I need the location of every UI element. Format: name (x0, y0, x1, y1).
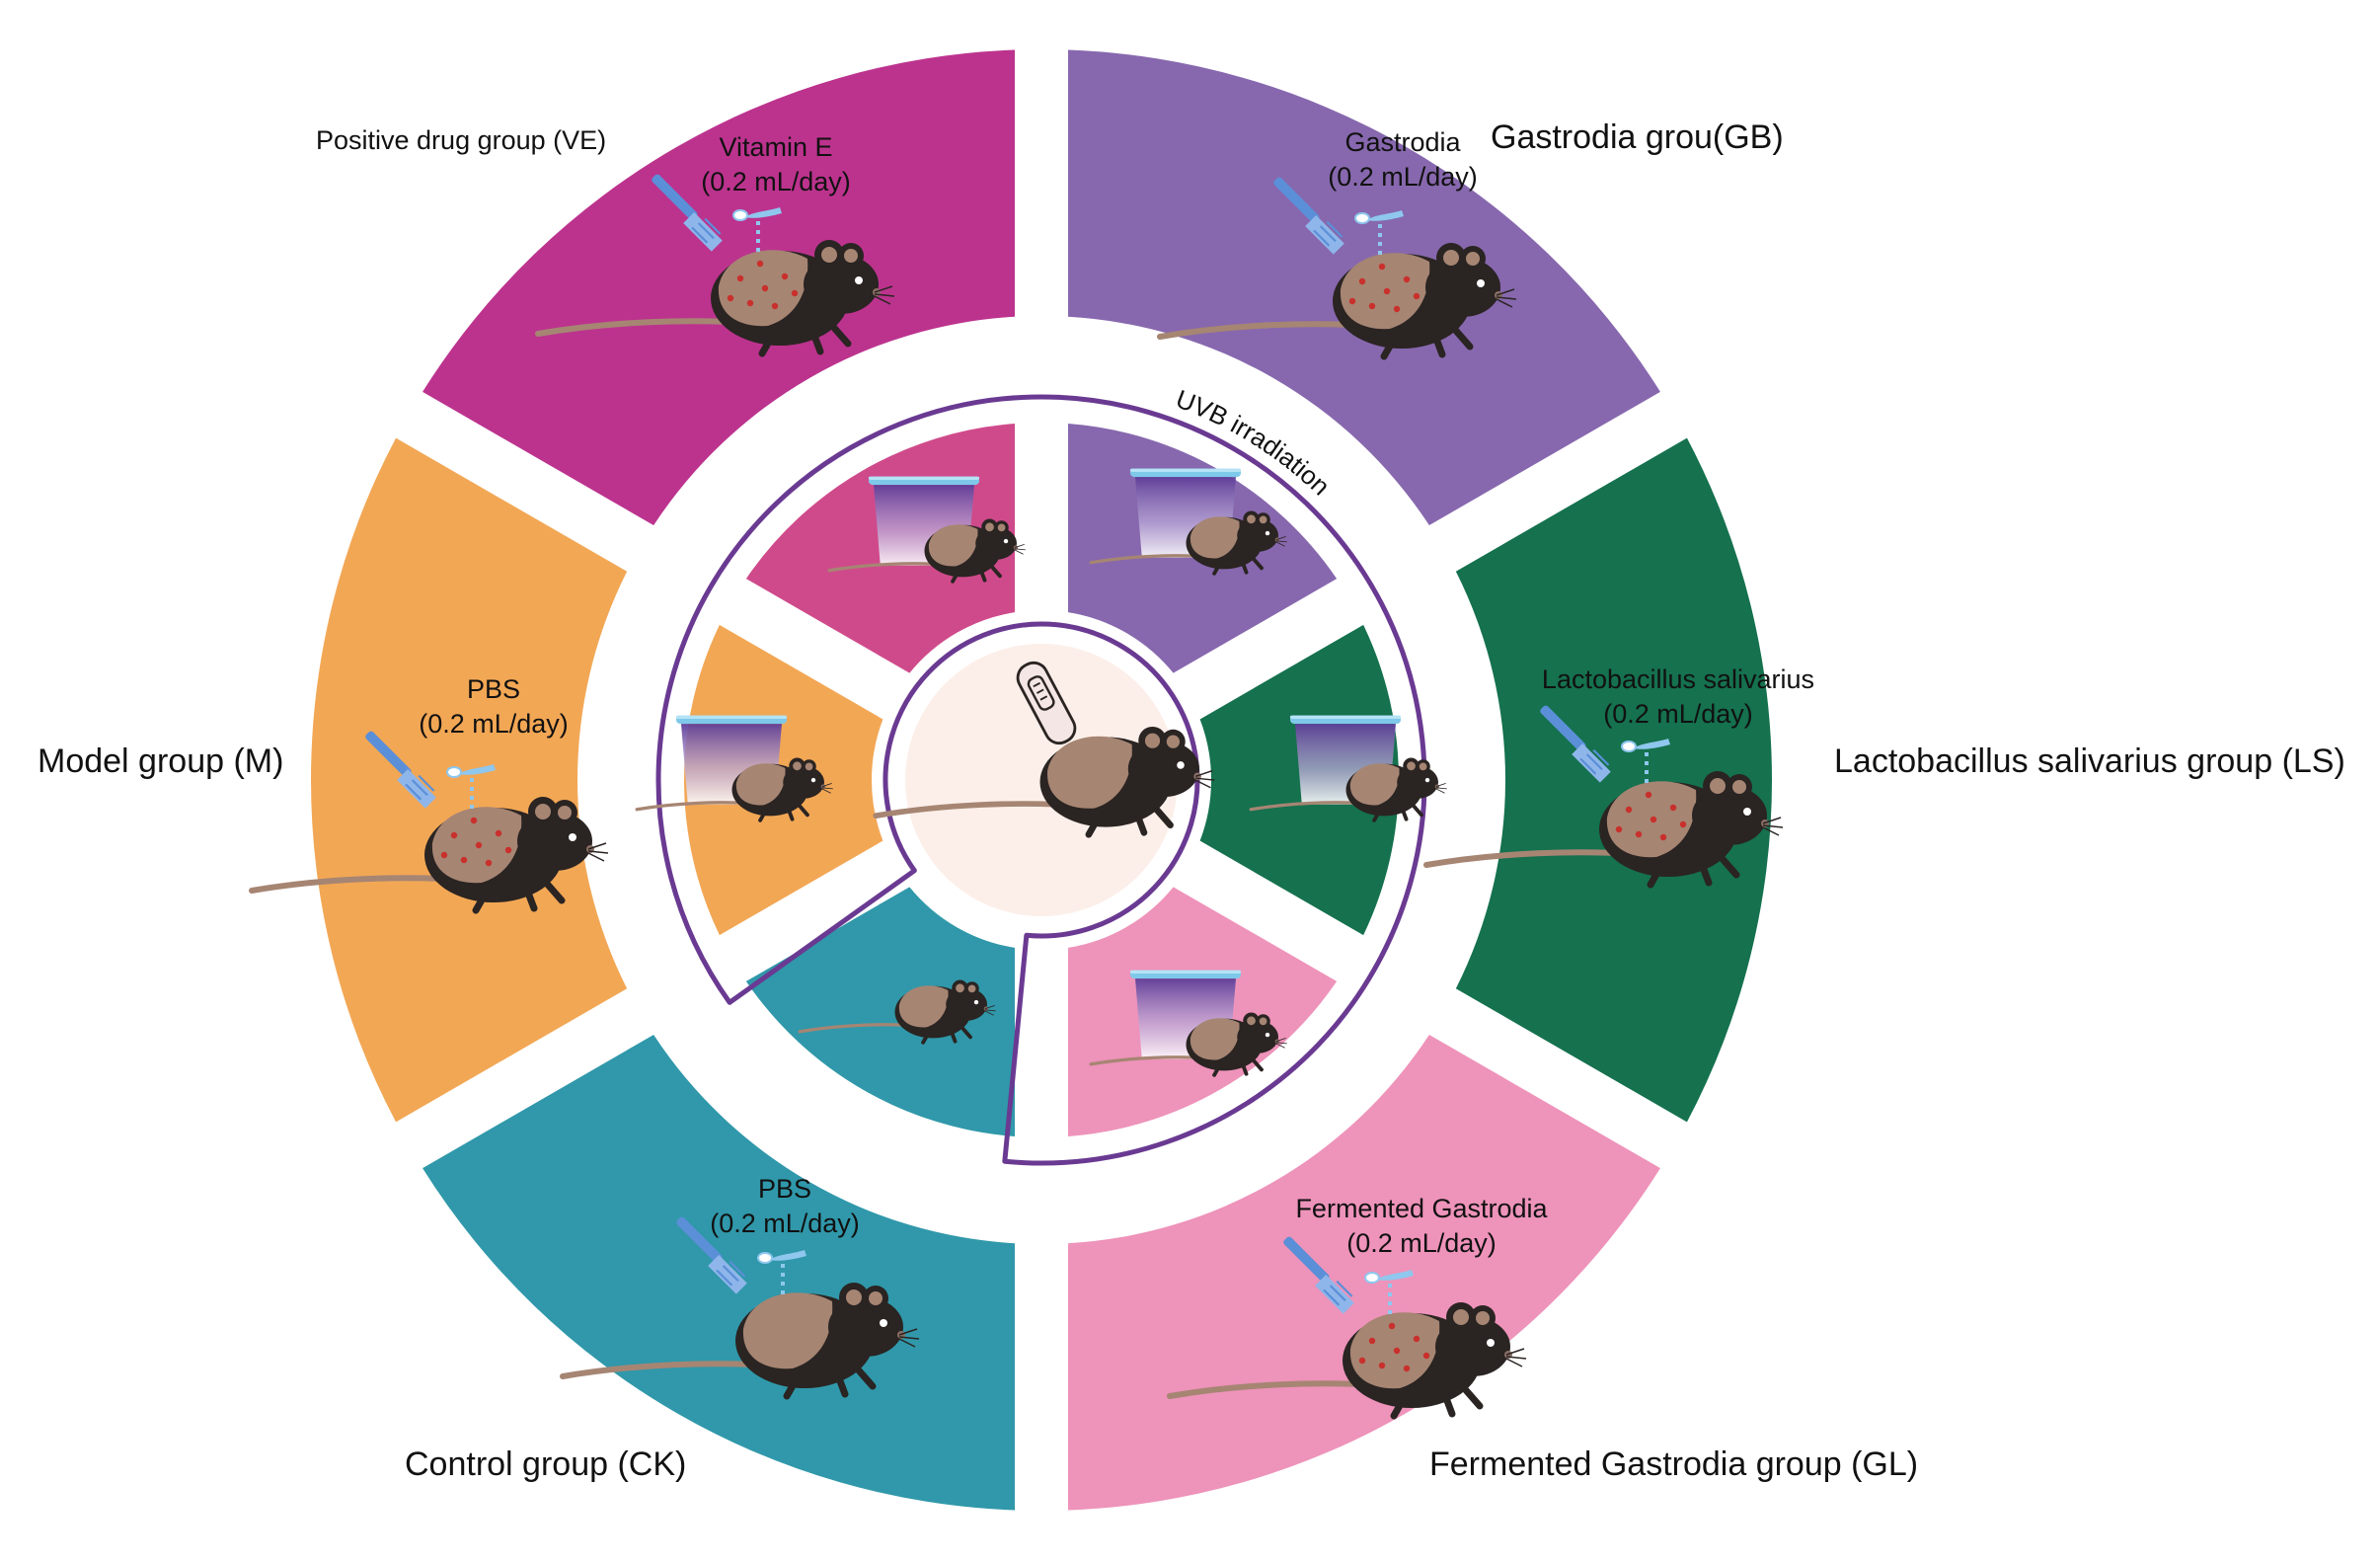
m-agent: PBS (467, 674, 520, 704)
outer-sector-ls (1455, 437, 1773, 1123)
ck-dose: (0.2 mL/day) (710, 1209, 860, 1238)
ck-group-name: Control group (CK) (405, 1445, 686, 1483)
ve-group-name: Positive drug group (VE) (316, 125, 606, 155)
outer-sector-m (311, 437, 628, 1123)
ls-agent: Lactobacillus salivarius (1542, 664, 1814, 694)
m-group-name: Model group (M) (38, 742, 283, 780)
m-dose: (0.2 mL/day) (419, 709, 569, 739)
gl-group-name: Fermented Gastrodia group (GL) (1429, 1445, 1918, 1483)
ls-dose: (0.2 mL/day) (1603, 699, 1753, 729)
ve-dose: (0.2 mL/day) (701, 167, 851, 196)
gl-agent: Fermented Gastrodia (1295, 1194, 1548, 1223)
ls-group-name: Lactobacillus salivarius group (LS) (1834, 742, 2345, 780)
ck-agent: PBS (758, 1174, 811, 1204)
inner-sector-ls (1199, 624, 1399, 936)
label-layer: Positive drug group (VE) Vitamin E (0.2 … (38, 118, 2345, 1483)
uvb-boundary (655, 394, 1427, 1166)
gb-group-name: Gastrodia grou(GB) (1491, 118, 1784, 156)
inner-sector-ck (745, 887, 1015, 1136)
ve-agent: Vitamin E (719, 132, 832, 162)
gl-dose: (0.2 mL/day) (1346, 1228, 1497, 1258)
gb-agent: Gastrodia (1344, 127, 1461, 157)
gb-dose: (0.2 mL/day) (1328, 162, 1478, 192)
uvb-outline (655, 394, 1427, 1166)
